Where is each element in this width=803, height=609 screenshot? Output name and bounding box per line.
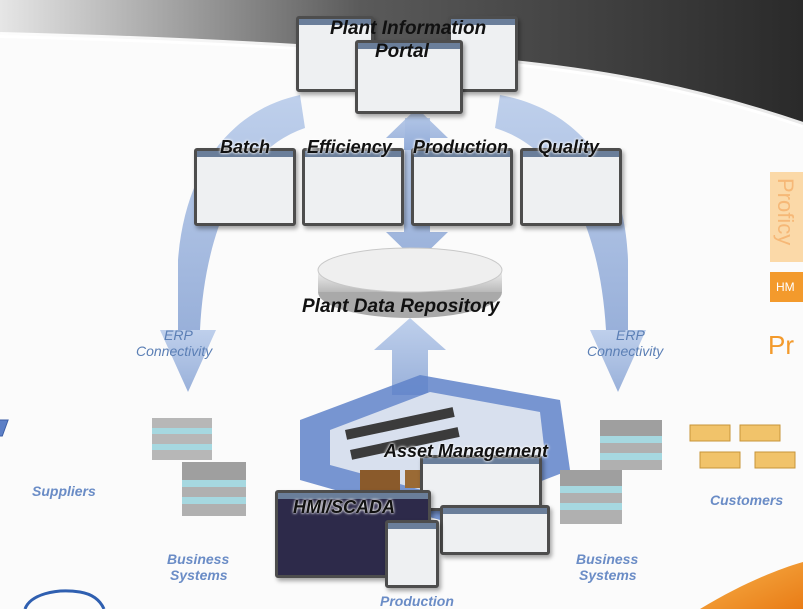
module-screen-production <box>411 148 513 226</box>
erp-right-line2: Connectivity <box>587 343 664 359</box>
business-left-line1: Business <box>167 551 230 567</box>
brand-tag-bg <box>770 272 803 302</box>
business-left-line2: Systems <box>170 567 228 583</box>
production-bottom-label: Production <box>380 593 454 609</box>
module-label-quality: Quality <box>538 137 600 157</box>
module-screen-quality <box>520 148 622 226</box>
production-screen <box>440 505 550 555</box>
business-servers-right <box>560 420 662 524</box>
asset-management-label: Asset Management <box>384 441 549 461</box>
suppliers-label: Suppliers <box>32 483 96 499</box>
portal-screen-main <box>355 40 463 114</box>
customers-label: Customers <box>710 492 784 508</box>
portal-title-line1: Plant Information <box>330 18 487 39</box>
brand-tag: HM <box>776 280 795 294</box>
production-up-arrow <box>374 318 446 395</box>
business-servers-left <box>152 418 246 516</box>
top-banner <box>0 0 803 125</box>
business-right-line2: Systems <box>579 567 637 583</box>
portal-title-line2: Portal <box>375 41 429 62</box>
hmi-scada-screen-2 <box>385 520 439 588</box>
asset-management-screen <box>420 455 542 511</box>
customer-boxes <box>689 424 796 469</box>
module-label-batch: Batch <box>220 137 271 157</box>
logo-arc <box>23 589 106 609</box>
erp-right-line1: ERP <box>616 327 645 343</box>
erp-left-line2: Connectivity <box>136 343 213 359</box>
brand-vertical-text: Proficy <box>773 178 798 246</box>
module-label-efficiency: Efficiency <box>307 137 392 157</box>
module-screen-batch <box>194 148 296 226</box>
business-right-line1: Business <box>576 551 639 567</box>
orange-swoosh <box>700 562 803 609</box>
repository-disc <box>317 247 503 293</box>
repository-label: Plant Data Repository <box>302 296 500 317</box>
brand-partial: Pr <box>768 330 794 360</box>
hmi-scada-label: HMI/SCADA <box>293 497 395 517</box>
module-screen-efficiency <box>302 148 404 226</box>
brand-strip <box>770 172 803 262</box>
erp-left-line1: ERP <box>164 327 193 343</box>
supplier-buildings <box>0 419 9 437</box>
module-label-production: Production <box>413 137 508 157</box>
